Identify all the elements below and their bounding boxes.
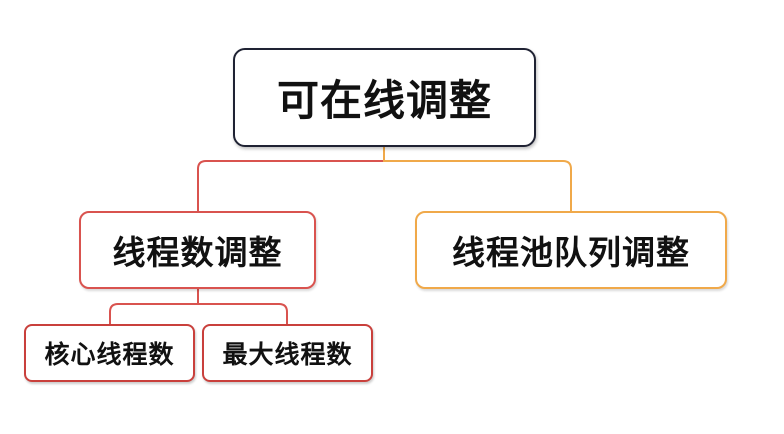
connector-thread-count-to-core	[109, 289, 199, 324]
branch-node-thread-count-label: 线程数调整	[112, 233, 283, 272]
root-node: 可在线调整	[233, 48, 536, 147]
leaf-node-max-threads: 最大线程数	[202, 324, 373, 382]
branch-node-queue-label: 线程池队列调整	[452, 233, 690, 272]
connector-root-to-thread-count	[197, 147, 385, 211]
root-node-label: 可在线调整	[276, 76, 492, 125]
branch-node-queue: 线程池队列调整	[415, 211, 727, 289]
leaf-node-core-threads: 核心线程数	[24, 324, 195, 382]
leaf-node-max-threads-label: 最大线程数	[222, 340, 353, 369]
connector-thread-count-to-max	[197, 289, 288, 324]
branch-node-thread-count: 线程数调整	[79, 211, 316, 289]
connector-root-to-queue	[383, 147, 572, 211]
leaf-node-core-threads-label: 核心线程数	[44, 340, 175, 369]
